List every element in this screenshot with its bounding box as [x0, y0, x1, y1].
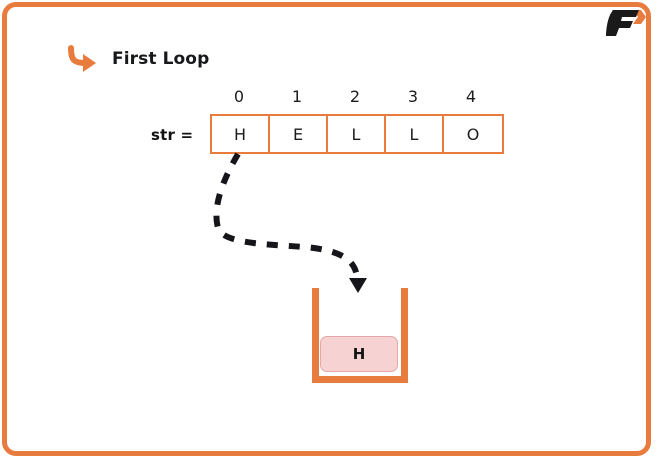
- string-array: H E L L O: [210, 114, 504, 154]
- array-cell: L: [328, 116, 386, 152]
- curved-arrow-right-icon: [68, 45, 96, 72]
- array-index: 3: [407, 87, 419, 106]
- array-index: 0: [233, 87, 245, 106]
- page-title: First Loop: [112, 49, 210, 69]
- array-cell: E: [270, 116, 328, 152]
- array-index-row: 0 1 2 3 4: [210, 88, 500, 106]
- array-index: 2: [349, 87, 361, 106]
- brand-logo-f-chevron-icon: [606, 10, 646, 36]
- array-cell: L: [386, 116, 444, 152]
- array-index: 4: [465, 87, 477, 106]
- stack-item: H: [320, 336, 398, 372]
- array-cell: O: [444, 116, 502, 152]
- array-cell: H: [212, 116, 270, 152]
- variable-label: str =: [151, 126, 194, 144]
- brand-logo: [603, 8, 647, 38]
- array-index: 1: [291, 87, 303, 106]
- section-heading: First Loop: [66, 44, 209, 74]
- stack-container: [312, 288, 408, 383]
